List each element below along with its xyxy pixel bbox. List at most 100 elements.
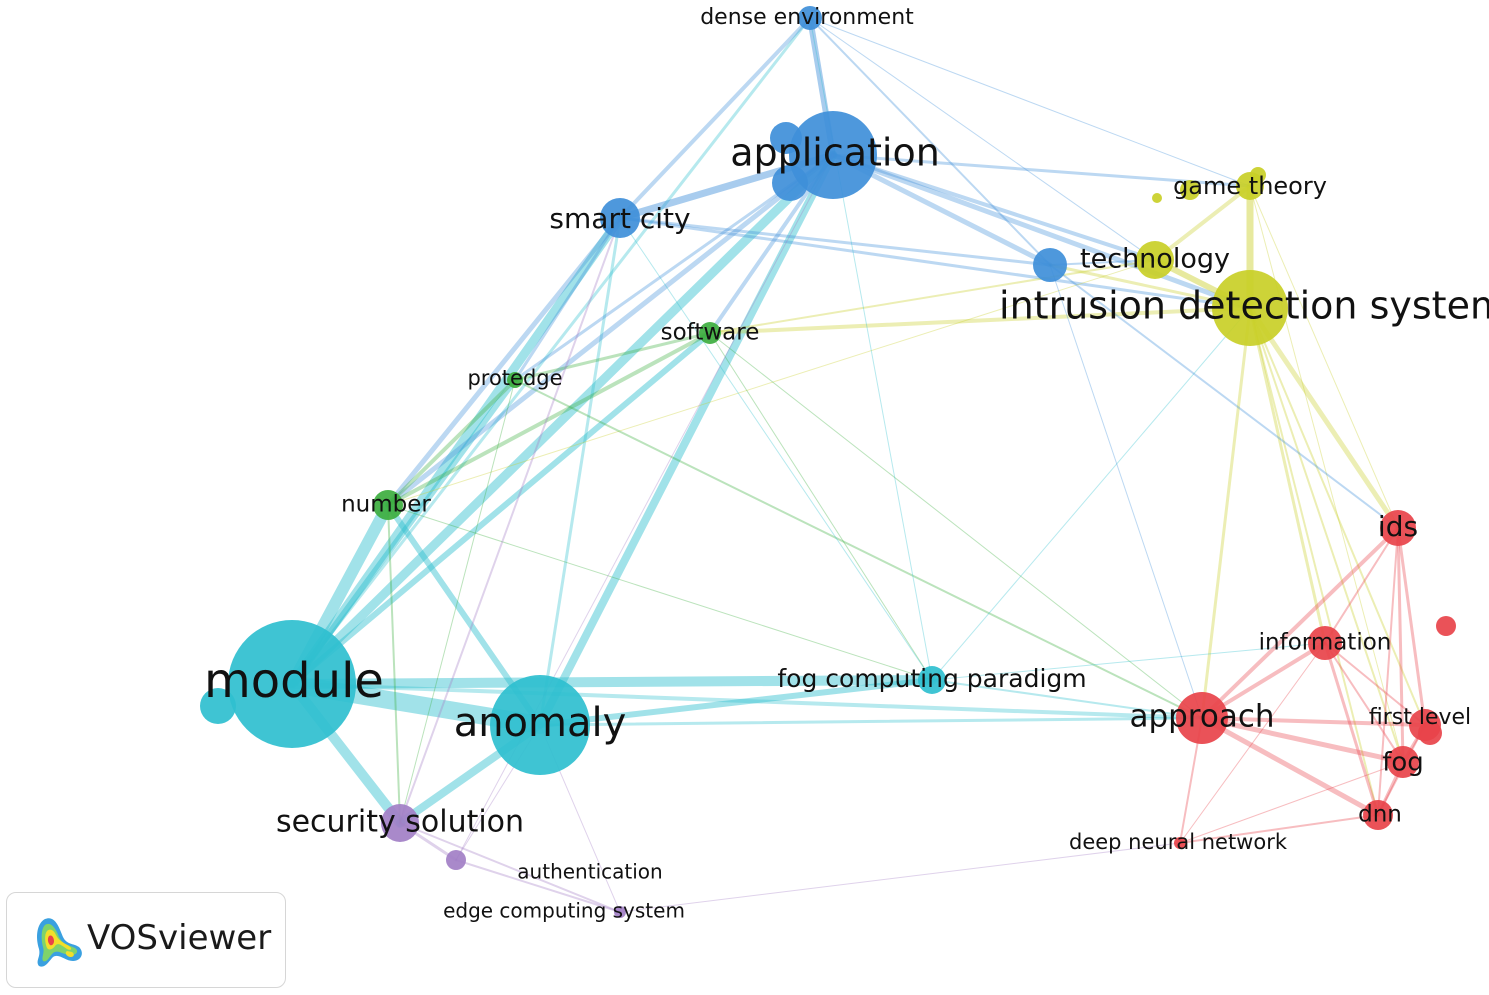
link-game-theory-ids (1249, 185, 1399, 529)
vosviewer-logo-box: VOSviewer (6, 892, 286, 988)
label-module: module (204, 653, 384, 709)
label-dense-environment: dense environment (700, 5, 914, 30)
node-application[interactable] (789, 111, 877, 199)
node-game-theory-sat-3[interactable] (1152, 193, 1162, 203)
link-application-number (385, 152, 836, 508)
node-game-theory[interactable] (1236, 172, 1264, 200)
link-software-protedge (513, 331, 712, 382)
node-red-sat-1[interactable] (1436, 616, 1456, 636)
node-technology[interactable] (1136, 241, 1174, 279)
vosviewer-logo-text: VOSviewer (87, 918, 272, 958)
node-security-solution[interactable] (381, 804, 419, 842)
label-smart-city: smart city (549, 202, 690, 235)
node-authentication[interactable] (446, 850, 466, 870)
node-deep-neural-network[interactable] (1174, 837, 1186, 849)
label-approach: approach (1129, 699, 1274, 735)
link-software-approach (709, 332, 1203, 719)
label-intrusion-detection-system: intrusion detection system (999, 284, 1489, 328)
node-anomaly[interactable] (490, 675, 590, 775)
link-intrusion-detection-system-fog (1249, 307, 1404, 763)
node-software[interactable] (699, 322, 721, 344)
link-anomaly-application (536, 151, 837, 729)
link-fog-computing-paradigm-smart-city (619, 217, 933, 681)
link-information-first-level (1324, 642, 1426, 726)
link-information-fog (1324, 642, 1404, 763)
node-dense-environment[interactable] (798, 6, 822, 30)
link-protedge-approach (514, 379, 1203, 719)
link-fog-computing-paradigm-approach (931, 679, 1203, 719)
link-authentication-edge-computing-system (455, 859, 621, 913)
link-ids-first-level (1396, 526, 1427, 727)
network-nodes (200, 6, 1456, 918)
node-intrusion-detection-system[interactable] (1212, 270, 1288, 346)
label-first-level: first level (1369, 705, 1471, 730)
node-number[interactable] (373, 490, 403, 520)
link-smart-city-intrusion-detection-system (618, 216, 1252, 310)
link-intrusion-detection-system-ids (1247, 305, 1401, 531)
node-fog-computing-paradigm[interactable] (918, 666, 946, 694)
link-application-intrusion-detection-system (830, 152, 1253, 311)
link-approach-ids (1200, 526, 1400, 720)
link-module-software (289, 330, 713, 687)
link-blue-node-small-approach (1049, 264, 1203, 719)
link-number-fog-computing-paradigm (387, 504, 933, 681)
link-security-solution-smart-city (399, 217, 621, 824)
label-game-theory: game theory (1173, 172, 1327, 200)
link-approach-fog (1199, 715, 1406, 765)
link-anomaly-fog-computing-paradigm (537, 677, 935, 728)
link-software-fog-computing-paradigm (709, 332, 933, 681)
link-approach-dnn (1199, 715, 1381, 818)
node-first-level[interactable] (1409, 709, 1441, 741)
node-module-sat[interactable] (200, 688, 236, 724)
link-information-dnn (1323, 641, 1380, 817)
link-intrusion-detection-system-software (708, 306, 1252, 335)
link-anomaly-approach (538, 716, 1204, 727)
link-dnn-deep-neural-network (1179, 814, 1379, 844)
link-intrusion-detection-system-first-level (1249, 307, 1426, 726)
link-module-application (287, 150, 838, 689)
node-module[interactable] (228, 620, 356, 748)
link-number-security-solution (387, 504, 401, 824)
label-ids: ids (1378, 510, 1418, 543)
link-technology-game-theory (1153, 184, 1252, 262)
node-edge-computing-system[interactable] (614, 906, 626, 918)
link-intrusion-detection-system-information (1248, 306, 1327, 645)
link-fog-computing-paradigm-information (931, 642, 1326, 681)
label-dnn: dnn (1358, 802, 1402, 828)
link-approach-first-level (1200, 716, 1427, 727)
vosviewer-logo-icon (37, 918, 82, 967)
node-fog[interactable] (1387, 746, 1419, 778)
link-ids-dnn (1377, 527, 1399, 816)
label-anomaly: anomaly (454, 700, 627, 746)
node-dnn[interactable] (1363, 800, 1393, 830)
node-protedge[interactable] (507, 372, 523, 388)
link-edge-computing-system-deep-neural-network (619, 842, 1181, 913)
label-edge-computing-system: edge computing system (443, 899, 685, 923)
link-dense-environment-game-theory (809, 17, 1251, 187)
link-smart-city-dense-environment (618, 16, 812, 220)
link-deep-neural-network-fog (1179, 761, 1404, 844)
link-technology-software (709, 259, 1156, 334)
label-fog: fog (1382, 748, 1424, 778)
link-deep-neural-network-information (1179, 642, 1326, 844)
link-fog-computing-paradigm-intrusion-detection-system (931, 307, 1251, 681)
node-information[interactable] (1308, 626, 1342, 660)
node-smart-city[interactable] (600, 198, 640, 238)
link-ids-fog (1396, 526, 1405, 764)
link-smart-city-blue-node-small (618, 216, 1052, 267)
label-information: information (1259, 630, 1392, 656)
node-approach[interactable] (1176, 692, 1228, 744)
link-security-solution-edge-computing-system (399, 822, 621, 913)
link-application-technology (831, 153, 1157, 262)
link-module-fog-computing-paradigm (287, 675, 937, 689)
label-authentication: authentication (517, 860, 662, 884)
link-blue-node-small-ids (1049, 264, 1399, 529)
label-deep-neural-network: deep neural network (1069, 830, 1288, 854)
link-smart-city-protedge (513, 216, 622, 382)
node-blue-node-small[interactable] (1033, 248, 1067, 282)
link-module-approach (290, 682, 1204, 720)
node-game-theory-sat-1[interactable] (1180, 180, 1200, 200)
node-ids[interactable] (1380, 510, 1416, 546)
label-protedge: protedge (467, 366, 562, 390)
